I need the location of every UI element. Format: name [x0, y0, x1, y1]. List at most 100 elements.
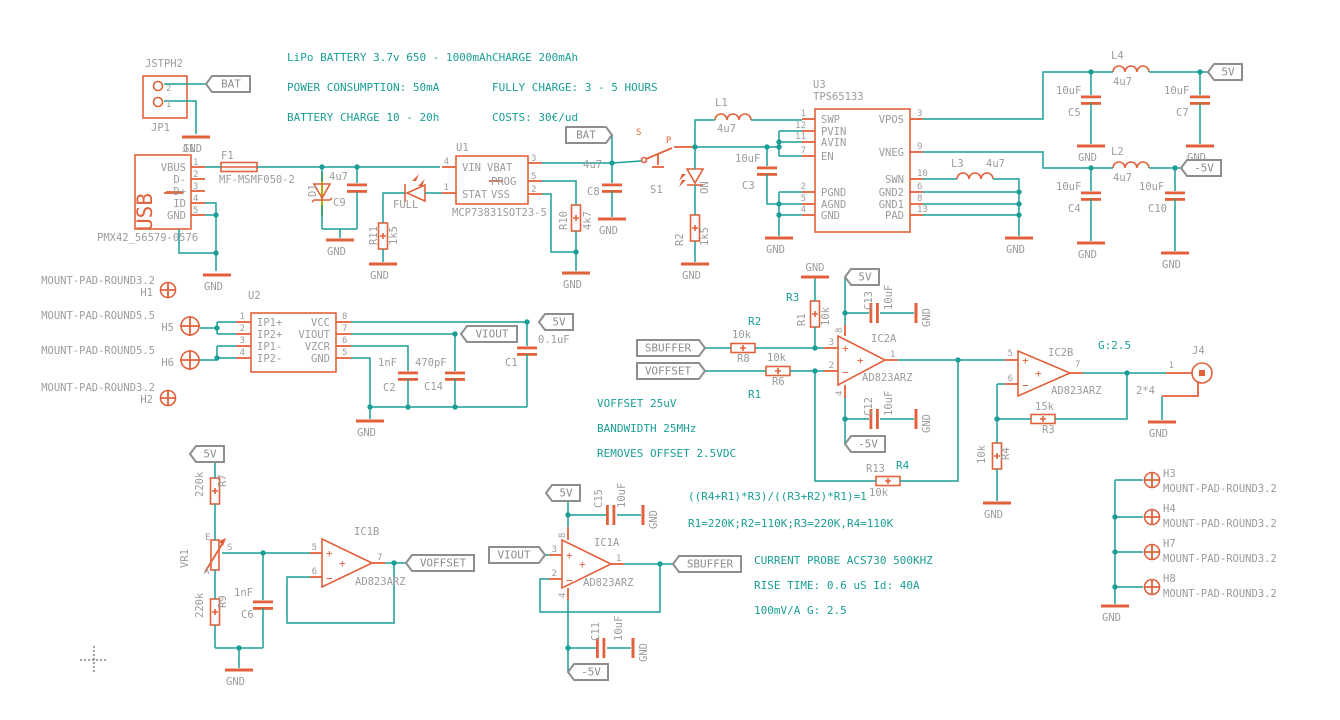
mount-pad-h5[interactable] [180, 316, 200, 336]
inductor-l2[interactable] [1112, 161, 1150, 169]
net-flag-viout[interactable]: VIOUT [459, 325, 518, 343]
wire[interactable] [1055, 373, 1128, 420]
mount-pad-h1[interactable] [159, 281, 177, 299]
net-flag-sbuffer[interactable]: SBUFFER [636, 339, 707, 357]
mount-pad-h3[interactable] [1143, 471, 1161, 489]
gnd-symbol[interactable]: GND [1161, 251, 1189, 271]
opamp-ic1b[interactable] [321, 537, 374, 589]
led-full[interactable] [404, 174, 426, 203]
gnd-symbol[interactable]: GND [1077, 241, 1105, 261]
bnc-connector-j4[interactable] [1191, 362, 1213, 384]
net-flag--5v[interactable]: -5V [1179, 159, 1222, 177]
resistor-r3-15k[interactable] [1030, 413, 1056, 425]
gnd-symbol[interactable]: GND [765, 236, 793, 256]
gnd-symbol[interactable]: GND [641, 505, 660, 529]
gnd-symbol[interactable]: GND [356, 419, 384, 439]
mount-pad-h6[interactable] [180, 350, 200, 370]
capacitor-c13[interactable] [869, 303, 879, 323]
wire[interactable] [900, 360, 959, 482]
net-flag-label: 5V [203, 448, 217, 461]
gnd-symbol[interactable]: GND [1005, 236, 1033, 256]
wire[interactable] [351, 345, 409, 371]
mount-pad-h4[interactable] [1143, 508, 1161, 526]
wire[interactable] [542, 180, 577, 205]
capacitor-c11[interactable] [596, 638, 606, 658]
gnd-symbol[interactable]: GND [1077, 144, 1105, 164]
net-flag-viout[interactable]: VIOUT [488, 546, 547, 564]
gnd-symbol[interactable]: GND [1101, 604, 1129, 624]
net-flag-layer[interactable]: BAT BAT 5V -5V 5V VIOUT SBUFFER VOFFSET 5V -5V 5V V… [188, 63, 1243, 681]
gnd-symbol[interactable]: GND [182, 135, 210, 155]
capacitor-c15[interactable] [606, 505, 616, 525]
gnd-symbol[interactable]: GND [225, 668, 253, 688]
ic-u2-current-sensor[interactable] [250, 312, 337, 373]
wire[interactable] [611, 160, 642, 164]
net-flag--5v[interactable]: -5V [566, 663, 609, 681]
opamp-ic2a[interactable] [837, 334, 887, 387]
gnd-symbol[interactable]: GND [326, 238, 354, 258]
opamp-ic2b[interactable] [1017, 349, 1073, 398]
wire[interactable] [205, 202, 217, 271]
net-flag-5v[interactable]: 5V [1206, 63, 1243, 81]
gnd-symbol[interactable]: GND [562, 271, 590, 291]
wire[interactable] [694, 119, 715, 147]
wire[interactable] [814, 371, 876, 482]
net-flag-voffset[interactable]: VOFFSET [636, 362, 707, 380]
gnd-symbol[interactable]: GND [631, 638, 650, 662]
fuse-f1[interactable] [220, 161, 258, 173]
net-flag-voffset[interactable]: VOFFSET [404, 554, 475, 572]
wire[interactable] [178, 229, 216, 254]
gnd-supply-symbol[interactable]: GND [801, 262, 829, 279]
mount-pad-h2[interactable] [159, 389, 177, 407]
connector-jstph2[interactable] [142, 75, 188, 119]
mount-pad-h7[interactable] [1143, 543, 1161, 561]
mount-pad-h8[interactable] [1143, 578, 1161, 596]
resistor-r10[interactable] [570, 204, 582, 232]
net-flag-5v[interactable]: 5V [537, 313, 574, 331]
wire[interactable] [351, 357, 371, 419]
net-flag-bat[interactable]: BAT [204, 75, 251, 93]
gnd-symbol[interactable]: GND [681, 262, 709, 282]
wire[interactable] [993, 178, 1020, 236]
resistor-r1-10k[interactable] [809, 300, 821, 328]
opamp-ic1a[interactable] [561, 538, 613, 590]
inductor-l4[interactable] [1112, 65, 1150, 73]
pin-stub-layer[interactable] [164, 118, 1199, 600]
switch-s1[interactable] [640, 147, 673, 168]
resistor-r8[interactable] [730, 342, 756, 354]
inductor-l3[interactable] [956, 172, 994, 180]
resistor-r13[interactable] [875, 475, 901, 487]
net-flag-sbuffer[interactable]: SBUFFER [671, 555, 742, 573]
pin-stub[interactable] [1162, 381, 1199, 397]
wire[interactable] [286, 563, 395, 624]
ic-u1-mcp73831[interactable] [455, 155, 529, 205]
gnd-symbol[interactable]: GND [369, 262, 397, 282]
gnd-symbol[interactable]: GND [598, 217, 626, 237]
gnd-symbol-layer[interactable]: GND GND GND GND GND GND GND GND GND GND GND GND GND G… [182, 135, 1214, 688]
wire[interactable] [382, 192, 405, 223]
wire[interactable] [766, 174, 779, 205]
net-flag-5v[interactable]: 5V [544, 484, 581, 502]
resistor-r6[interactable] [765, 365, 791, 377]
capacitor-c12[interactable] [869, 409, 879, 429]
ic-u3-tps65133[interactable] [814, 108, 911, 233]
gnd-symbol[interactable]: GND [914, 303, 933, 327]
net-flag-5v[interactable]: 5V [843, 268, 880, 286]
wire[interactable] [542, 193, 576, 253]
net-flag-bat[interactable]: BAT [565, 126, 614, 144]
wire[interactable] [923, 71, 1113, 120]
gnd-symbol[interactable]: GND [914, 409, 933, 433]
wire[interactable] [164, 100, 197, 134]
wire-layer[interactable] [164, 71, 1208, 672]
inductor-l1[interactable] [714, 113, 752, 121]
net-flag--5v[interactable]: -5V [843, 435, 886, 453]
usb-connector-j1[interactable] [134, 154, 192, 230]
gnd-symbol[interactable]: GND [1148, 420, 1176, 440]
wire[interactable] [539, 564, 661, 613]
net-flag-5v[interactable]: 5V [188, 445, 225, 463]
gnd-symbol[interactable]: GND [203, 273, 231, 293]
wire[interactable] [923, 151, 1113, 169]
capacitor-c9[interactable] [347, 183, 367, 193]
gnd-symbol[interactable]: GND [983, 501, 1011, 521]
